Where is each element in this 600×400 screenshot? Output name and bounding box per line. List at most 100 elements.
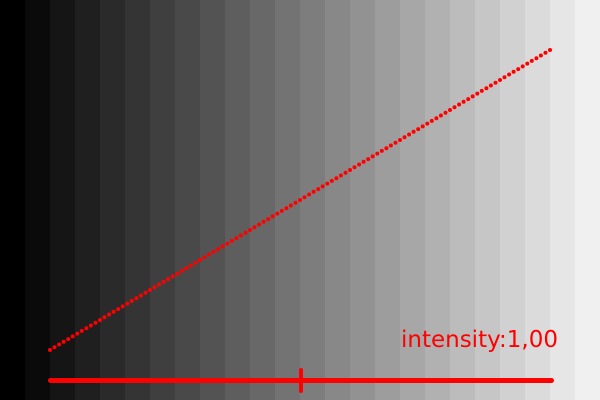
gradient-band	[325, 0, 350, 400]
curve-point	[302, 195, 307, 200]
curve-point	[361, 159, 366, 164]
curve-point	[448, 108, 452, 112]
curve-point	[166, 277, 171, 282]
gradient-band	[300, 0, 325, 400]
gradient-band	[0, 0, 25, 400]
curve-point	[102, 315, 107, 320]
curve-point	[225, 241, 230, 246]
curve-point	[152, 285, 157, 290]
curve-point	[234, 236, 239, 241]
curve-point	[452, 105, 457, 110]
curve-point	[134, 296, 139, 301]
intensity-readout: intensity:1,00	[401, 325, 558, 355]
curve-point	[129, 298, 134, 303]
curve-point	[266, 217, 271, 222]
curve-point	[98, 318, 102, 322]
curve-point	[198, 258, 202, 262]
curve-point	[279, 208, 284, 213]
curve-point	[457, 102, 462, 107]
curve-point	[493, 80, 498, 85]
intensity-slider[interactable]	[46, 366, 556, 394]
curve-point	[248, 228, 252, 232]
curve-point	[111, 309, 116, 314]
curve-point	[57, 342, 62, 347]
curve-point	[498, 78, 502, 82]
curve-point	[370, 154, 375, 159]
curve-point	[461, 99, 466, 104]
curve-point	[88, 323, 93, 328]
curve-point	[470, 94, 475, 99]
curve-point	[298, 198, 302, 202]
curve-point	[434, 116, 439, 121]
curve-point	[252, 225, 257, 230]
curve-point	[261, 219, 266, 224]
curve-point	[148, 288, 152, 292]
curve-point	[511, 69, 516, 74]
curve-point	[334, 176, 339, 181]
curve-point	[534, 56, 539, 61]
curve-point	[284, 206, 289, 211]
curve-point	[357, 162, 362, 167]
gradient-band	[575, 0, 600, 400]
gradient-band	[100, 0, 125, 400]
gradient-band	[175, 0, 200, 400]
curve-point	[429, 118, 434, 123]
gradient-band	[400, 0, 425, 400]
curve-point	[543, 50, 548, 55]
curve-point	[66, 337, 71, 342]
curve-point	[311, 189, 316, 194]
curve-point	[516, 67, 521, 72]
curve-point	[188, 263, 193, 268]
curve-point	[307, 192, 312, 197]
gradient-band	[475, 0, 500, 400]
gradient-band	[200, 0, 225, 400]
gradient-band	[125, 0, 150, 400]
intensity-value: 1,00	[506, 327, 558, 353]
curve-point	[143, 290, 148, 295]
curve-point	[184, 266, 189, 271]
gradient-band	[550, 0, 575, 400]
gradient-band	[450, 0, 475, 400]
curve-point	[202, 255, 207, 260]
curve-point	[402, 135, 407, 140]
curve-point	[157, 282, 162, 287]
curve-point	[443, 110, 448, 115]
curve-point	[125, 301, 130, 306]
gradient-band	[50, 0, 75, 400]
curve-point	[116, 307, 121, 312]
curve-point	[220, 244, 225, 249]
curve-point	[84, 326, 89, 331]
gradient-band	[250, 0, 275, 400]
gradient-band	[350, 0, 375, 400]
curve-point	[316, 187, 321, 192]
curve-point	[75, 331, 80, 336]
curve-point	[388, 143, 393, 148]
gradient-band	[275, 0, 300, 400]
curve-point	[288, 203, 293, 208]
curve-point	[438, 113, 443, 118]
curve-point	[548, 48, 552, 52]
slider-thumb[interactable]	[299, 368, 303, 393]
curve-point	[411, 129, 416, 134]
gradient-band	[375, 0, 400, 400]
curve-point	[175, 271, 180, 276]
curve-point	[538, 53, 543, 58]
curve-point	[398, 138, 402, 142]
curve-point	[375, 151, 380, 156]
curve-point	[379, 148, 384, 153]
curve-point	[343, 170, 348, 175]
curve-point	[502, 75, 507, 80]
curve-point	[293, 200, 298, 205]
intensity-label-prefix: intensity:	[400, 327, 507, 353]
curve-point	[488, 83, 493, 88]
curve-point	[325, 181, 330, 186]
curve-point	[366, 157, 371, 162]
gradient-band	[25, 0, 50, 400]
curve-point	[338, 173, 343, 178]
gradient-band	[525, 0, 550, 400]
curve-point	[170, 274, 175, 279]
curve-point	[484, 86, 489, 91]
